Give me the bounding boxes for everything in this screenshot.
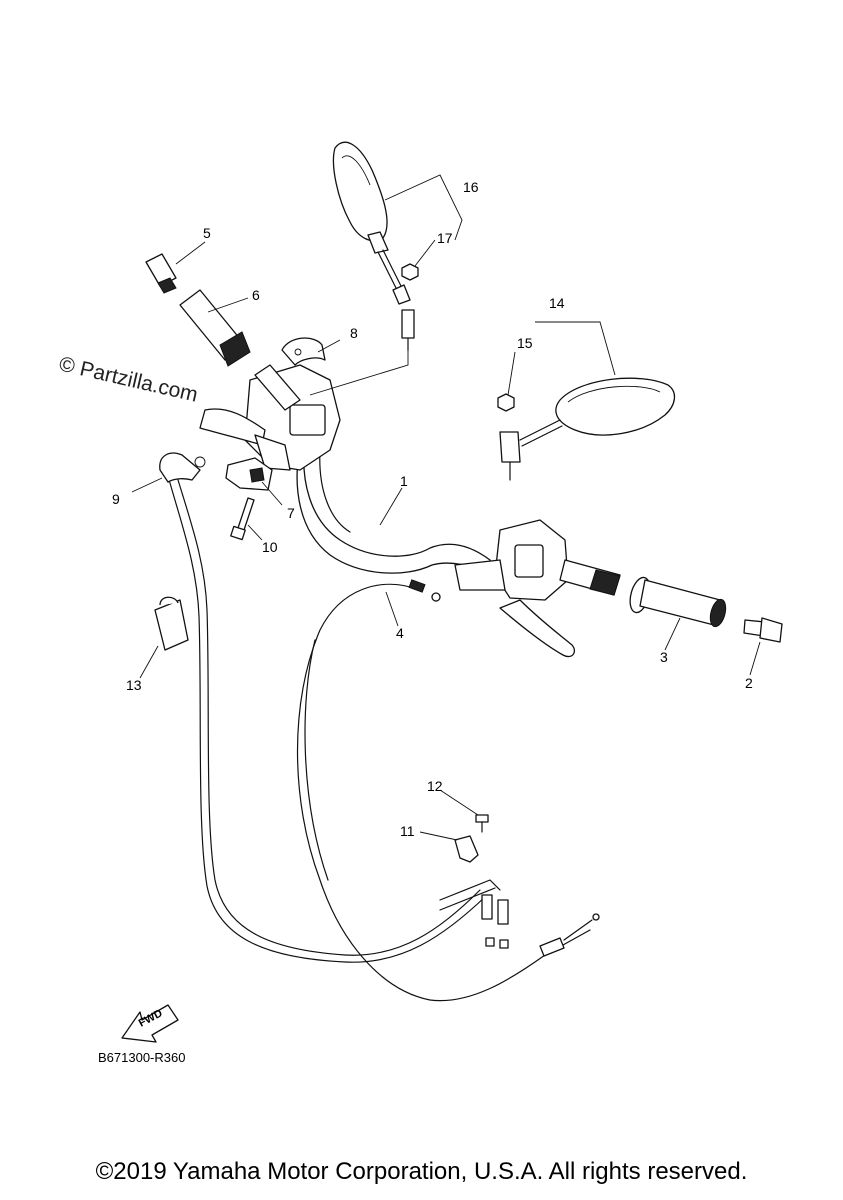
callout-15: 15 [517, 335, 533, 351]
callout-11: 11 [400, 823, 415, 839]
callout-7: 7 [287, 505, 295, 521]
leader-lines [131, 174, 761, 841]
callout-12: 12 [427, 778, 443, 794]
bolt-10 [230, 497, 255, 541]
nut-15 [497, 393, 515, 412]
callout-4: 4 [396, 625, 404, 641]
bar-end-right [743, 617, 783, 643]
grip-left [179, 289, 301, 411]
mirror-left [332, 141, 415, 351]
callout-5: 5 [203, 225, 211, 241]
callout-10: 10 [262, 539, 278, 555]
diagram-code: B671300-R360 [98, 1050, 185, 1065]
callout-16: 16 [463, 179, 479, 195]
throttle-sleeve [559, 559, 621, 596]
nut-17 [401, 263, 419, 281]
callout-13: 13 [126, 677, 142, 693]
grip-right [629, 576, 727, 628]
cable-lines [167, 469, 591, 1002]
clamp-7 [225, 457, 273, 491]
callout-8: 8 [350, 325, 358, 341]
copyright-footer: ©2019 Yamaha Motor Corporation, U.S.A. A… [95, 1158, 748, 1185]
holder-8 [281, 337, 326, 366]
callout-1: 1 [400, 473, 408, 489]
callout-14: 14 [549, 295, 565, 311]
bolt-12 [475, 814, 489, 833]
callout-3: 3 [660, 649, 668, 665]
callout-9: 9 [112, 491, 120, 507]
callout-6: 6 [252, 287, 260, 303]
fwd-arrow: FWD [121, 1004, 179, 1043]
cable-connector-9 [159, 452, 206, 483]
bracket-11 [454, 835, 479, 863]
right-switch-housing [454, 519, 576, 658]
mirror-right [499, 377, 676, 481]
cable-fittings-bottom [481, 894, 600, 957]
watermark: © Partzilla.com [57, 352, 200, 406]
clip-13 [154, 596, 189, 651]
callout-2: 2 [745, 675, 753, 691]
callouts: 1 2 3 4 5 6 7 8 9 10 11 12 13 14 15 16 1… [112, 179, 753, 839]
bar-end-left [145, 253, 177, 294]
callout-17: 17 [437, 230, 453, 246]
left-switch-housing [199, 364, 341, 471]
handlebar [296, 439, 496, 576]
clutch-cable-end [408, 579, 441, 602]
